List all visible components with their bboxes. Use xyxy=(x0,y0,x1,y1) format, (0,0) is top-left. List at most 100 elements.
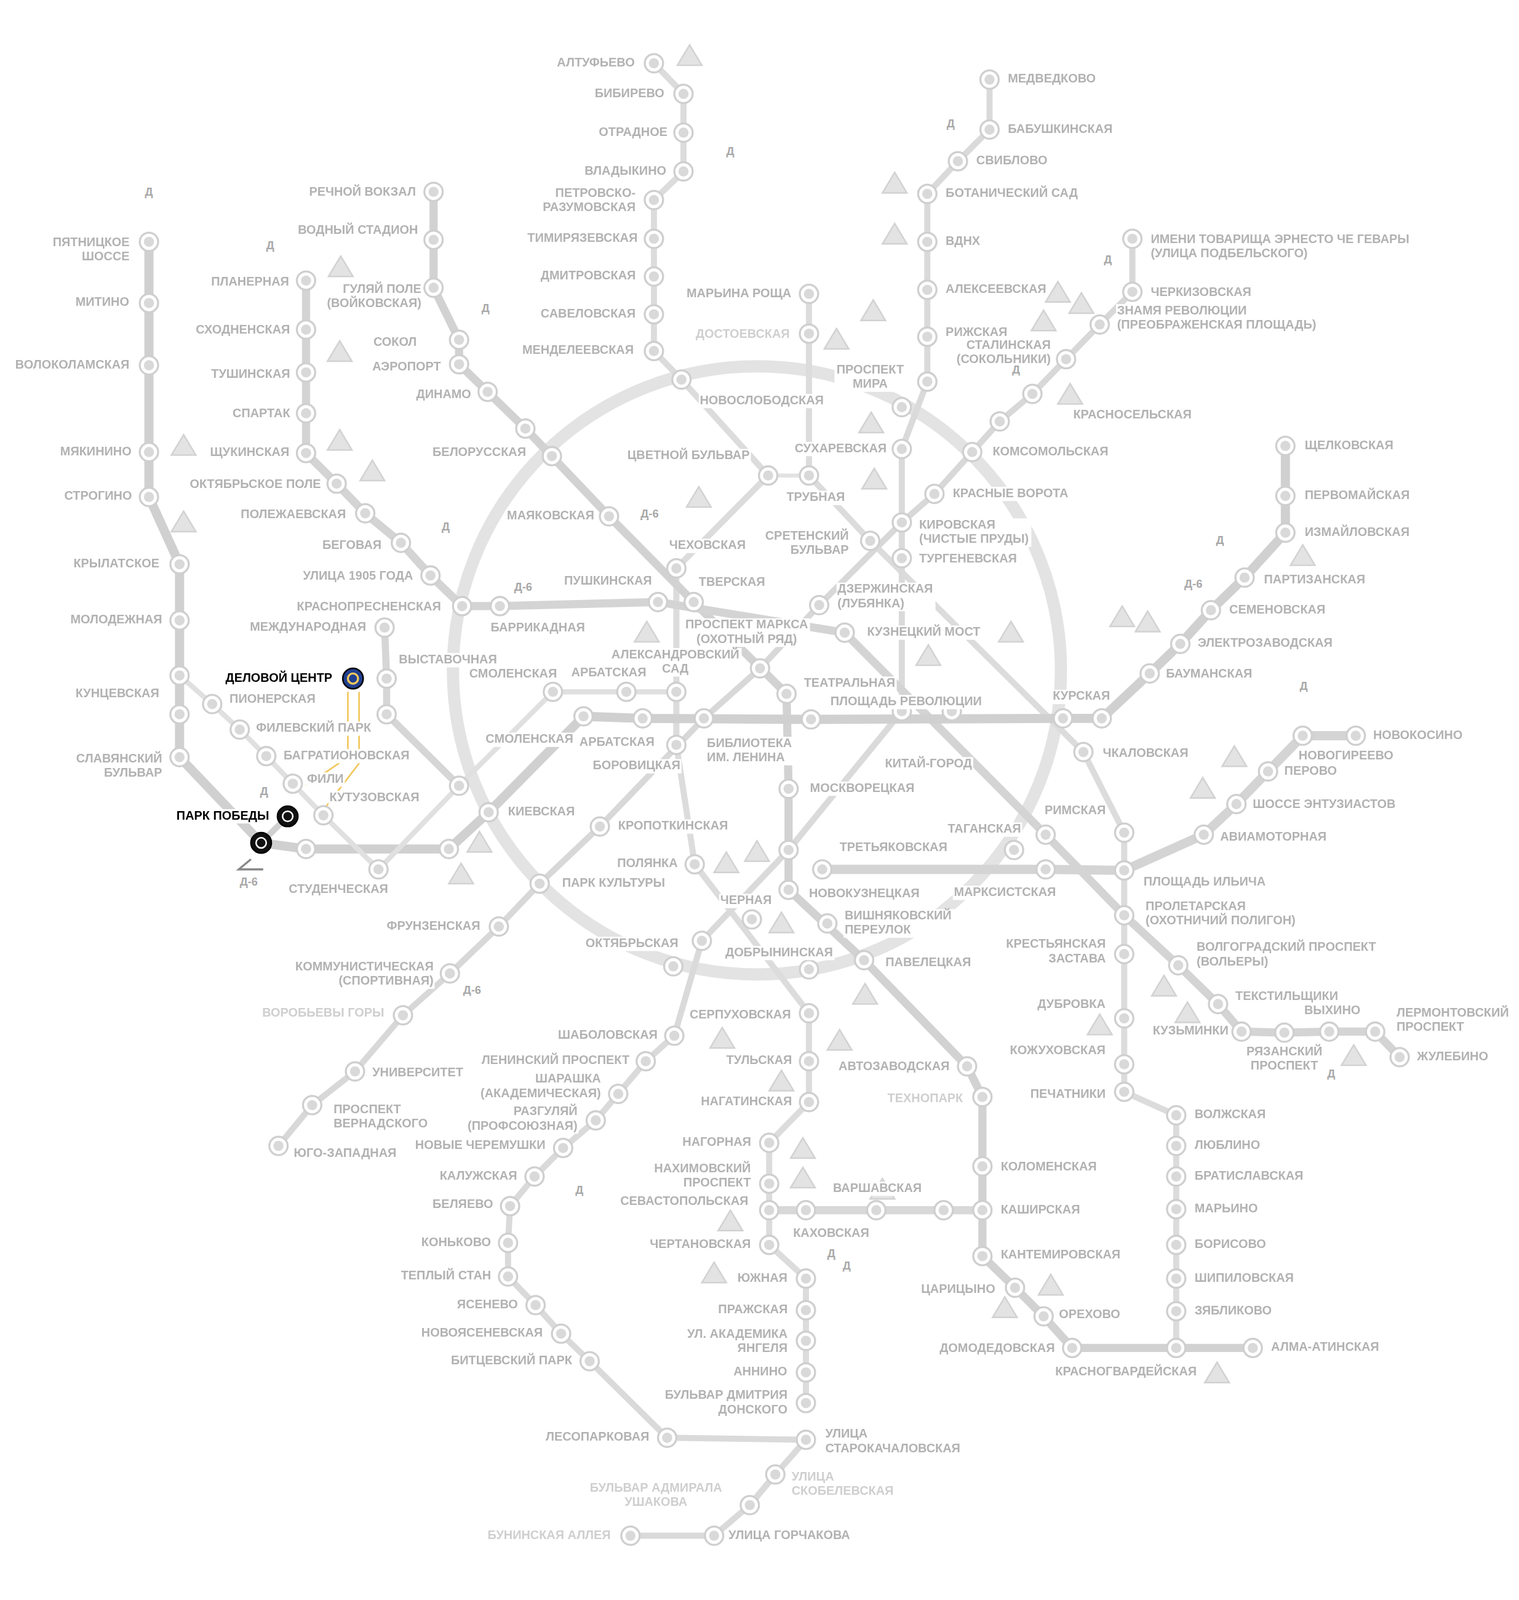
station-circle xyxy=(1275,436,1295,456)
station-circle xyxy=(799,959,819,979)
station-label: ПРОСПЕКТ ВЕРНАДСКОГО xyxy=(332,1102,431,1131)
station-dot xyxy=(174,751,186,763)
station-circle xyxy=(530,874,549,893)
station-circle xyxy=(377,705,397,724)
station-label: ФИЛЕВСКИЙ ПАРК xyxy=(255,721,373,736)
station-label: ЖУЛЕБИНО xyxy=(1416,1049,1490,1064)
highlight-station xyxy=(342,668,363,689)
station-circle xyxy=(1023,384,1042,403)
station-dot xyxy=(520,423,531,434)
station-dot xyxy=(676,374,687,386)
station-label: ВОЛОКОЛАМСКАЯ xyxy=(14,358,131,373)
station-dot xyxy=(801,1272,812,1284)
station-dot xyxy=(578,711,589,722)
station-circle xyxy=(674,162,693,181)
station-label: ТИМИРЯЗЕВСКАЯ xyxy=(526,231,639,246)
station-label: КРЕСТЬЯНСКАЯ ЗАСТАВА xyxy=(1002,937,1107,966)
station-label: ПЛОЩАДЬ ИЛЬИЧА xyxy=(1142,875,1267,890)
station-label: МЕЖДУНАРОДНАЯ xyxy=(249,620,368,635)
station-label: МЕДВЕДКОВО xyxy=(1007,72,1097,87)
hazard-icon xyxy=(852,983,878,1004)
station-dot xyxy=(443,843,455,854)
station-dot xyxy=(1027,388,1038,400)
station-circle xyxy=(424,182,443,202)
hazard-icon xyxy=(714,852,739,873)
station-circle xyxy=(644,54,664,73)
station-label: БЕГОВАЯ xyxy=(321,538,383,554)
station-dot xyxy=(1213,998,1224,1009)
station-label: УЛИЦА СКОБЕЛЕВСКАЯ xyxy=(790,1469,897,1499)
station-label: МАЯКОВСКАЯ xyxy=(505,508,595,523)
station-dot xyxy=(381,708,392,720)
station-label: НОВОЯСЕНЕВСКАЯ xyxy=(420,1326,544,1341)
hazard-icon xyxy=(701,1261,727,1283)
station-label: ЦАРИЦЫНО xyxy=(920,1282,997,1297)
station-dot xyxy=(977,1250,989,1262)
station-circle xyxy=(283,774,303,794)
station-circle xyxy=(818,914,837,933)
station-label: ЮГО-ЗАПАДНАЯ xyxy=(292,1146,398,1161)
station-label: КИРОВСКАЯ (ЧИСТЫЕ ПРУДЫ) xyxy=(917,518,1032,547)
exit-marker: Д xyxy=(1102,252,1113,266)
station-circle xyxy=(170,705,189,724)
station-label: МЕНДЕЛЕЕВСКАЯ xyxy=(521,343,635,359)
station-dot xyxy=(649,345,660,357)
station-label: ПЯТНИЦКОЕ ШОССЕ xyxy=(49,235,131,264)
station-label: МАРЬИНО xyxy=(1193,1201,1259,1216)
station-circle xyxy=(750,658,770,678)
hazard-icon xyxy=(744,840,770,861)
station-label: ПЕЧАТНИКИ xyxy=(1029,1087,1107,1102)
station-circle xyxy=(356,503,375,523)
station-circle xyxy=(973,1156,992,1176)
station-dot xyxy=(952,156,964,167)
station-circle xyxy=(1056,350,1076,369)
station-circle xyxy=(440,964,459,983)
station-label: ВЫХИНО xyxy=(1303,1004,1362,1019)
station-circle xyxy=(796,1300,816,1320)
station-circle xyxy=(801,709,821,729)
station-label: САВЕЛОВСКАЯ xyxy=(539,306,637,322)
station-dot xyxy=(801,1304,812,1316)
station-circle xyxy=(917,184,937,204)
station-dot xyxy=(505,1200,516,1212)
station-dot xyxy=(1175,638,1186,650)
station-circle xyxy=(1168,956,1188,975)
station-label: ШИПИЛОВСКАЯ xyxy=(1193,1271,1295,1286)
station-dot xyxy=(1247,1342,1259,1353)
station-dot xyxy=(373,863,384,875)
station-label: ПИОНЕРСКАЯ xyxy=(228,692,317,707)
station-label: ПЕТРОВСКО- РАЗУМОВСКАЯ xyxy=(539,186,637,215)
station-dot xyxy=(1171,1171,1182,1182)
station-dot xyxy=(813,599,825,611)
station-circle xyxy=(1365,1021,1385,1041)
station-label: ПЕРОВО xyxy=(1283,764,1339,779)
exit-marker: Д-6 xyxy=(639,506,661,520)
station-label: БУЛЬВАР ДМИТРИЯ ДОНСКОГО xyxy=(661,1388,789,1417)
station-dot xyxy=(839,627,851,638)
station-circle xyxy=(1171,634,1190,653)
station-dot xyxy=(1144,668,1155,679)
metro-line xyxy=(508,79,990,1535)
station-dot xyxy=(781,688,792,699)
station-dot xyxy=(865,535,876,547)
hazard-icon xyxy=(916,644,941,666)
hazard-icon xyxy=(1038,1274,1064,1295)
hazard-icon xyxy=(1069,292,1094,314)
station-label: СМОЛЕНСКАЯ xyxy=(468,666,559,682)
station-dot xyxy=(359,508,371,519)
station-circle xyxy=(799,1052,819,1071)
station-dot xyxy=(287,778,299,789)
station-circle xyxy=(1167,1269,1186,1288)
station-dot xyxy=(306,1099,318,1110)
station-dot xyxy=(1119,1013,1130,1024)
station-circle xyxy=(393,1005,413,1025)
station-label: КАЛУЖСКАЯ xyxy=(438,1168,519,1184)
station-label: ПАРК КУЛЬТУРЫ xyxy=(561,876,667,891)
station-circle xyxy=(892,398,912,417)
station-dot xyxy=(143,236,155,248)
station-circle xyxy=(1201,601,1220,620)
station-label: ЧЕРНАЯ xyxy=(719,893,773,909)
station-dot xyxy=(764,1239,775,1251)
station-circle xyxy=(327,474,346,493)
station-circle xyxy=(674,84,693,104)
